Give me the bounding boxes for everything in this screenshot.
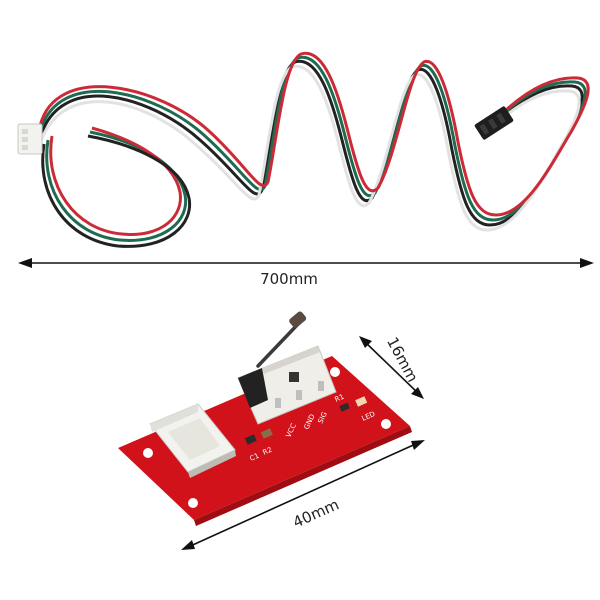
led xyxy=(355,396,368,407)
endstop-board: C1 R2 VCC GND SIG R1 LED xyxy=(118,311,412,526)
cable-length-dimension: 700mm xyxy=(18,258,594,288)
board-width-label: 40mm xyxy=(290,495,341,531)
wire-red xyxy=(38,51,590,217)
silk-r2: R2 xyxy=(262,446,274,457)
smd-capacitor xyxy=(260,428,273,439)
cable-length-label: 700mm xyxy=(260,270,318,288)
board-jst-socket xyxy=(149,403,236,478)
mounting-hole xyxy=(143,448,153,458)
mounting-hole xyxy=(381,419,391,429)
mounting-hole xyxy=(330,367,340,377)
wire-loop xyxy=(49,126,182,236)
jst-connector xyxy=(17,123,43,155)
silk-c1: C1 xyxy=(249,452,261,463)
wire-white xyxy=(38,64,581,232)
dupont-connector xyxy=(474,106,514,140)
wire-loop xyxy=(41,134,192,248)
micro-switch xyxy=(237,311,337,425)
smd-resistor xyxy=(244,434,257,445)
board-height-label: 16mm xyxy=(383,334,422,385)
smd-resistor xyxy=(339,402,350,412)
mounting-hole xyxy=(188,498,198,508)
cable-assembly xyxy=(17,51,590,248)
silk-r1: R1 xyxy=(334,393,346,404)
